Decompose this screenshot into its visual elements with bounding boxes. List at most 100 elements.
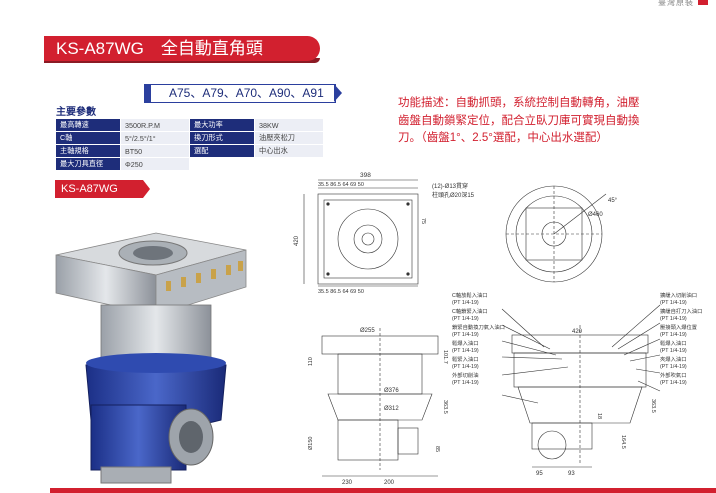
dia-312: Ø312 [384,406,399,412]
side-spindle [397,427,419,455]
callout-label: 擴緩入切削油口 [660,293,698,299]
brand-logo-mark [698,0,708,5]
compatible-models: A75、A79、A70、A90、A91 [150,84,336,103]
bore-center [361,232,375,246]
side-body [327,393,433,421]
callout-label: 擴緩自打刀入油口 [660,309,703,315]
callout-pt: (PT 1/4-19) [452,299,479,306]
callout-label: 鬆爆入油口 [660,341,687,347]
param-key: 主軸規格 [55,144,121,158]
param-value: 3500R.P.M [120,118,190,132]
callout-label: 鬆爆入油口 [452,341,479,347]
callout-label: 鎖緊自動換刀氣入油口 [452,325,505,331]
param-key: 換刀形式 [189,131,255,145]
subtitle-arrow-tip [143,180,150,198]
right-view-drawing: 420 18 363.5 164.5 95 93 [501,304,661,477]
bore-inner [353,224,383,254]
rv-head [531,422,593,450]
dim-101-7: 101.7 [442,350,448,364]
param-value: 中心出水 [254,144,324,158]
param-value: 油壓夾松刀 [254,131,324,145]
angle-head [90,404,187,471]
blue-collar [86,353,226,373]
param-value: 38KW [254,118,324,132]
dim-85: 85 [434,446,440,452]
brand-text: 臺灣原裝 [658,0,694,7]
callout-label: 外部切削油 [452,373,479,379]
callout-pt: (PT 1/4-19) [660,299,687,306]
param-key: 最高轉速 [55,118,121,132]
function-description: 功能描述：自動抓頭，系統控制自動轉角，油壓齒盤自動鎖緊定位，配合立臥刀庫可實現自… [398,97,640,144]
dim-row-top: 35.5 86.5 64 69 50 [318,182,364,188]
product-subtitle: KS-A87WG [55,180,143,198]
param-key: 最大功率 [189,118,255,132]
dia-376: Ø376 [384,388,399,394]
base-block [100,466,172,484]
callout-label: 鬆緊入油口 [452,357,479,363]
models-accent [144,84,152,103]
callout-pt: (PT 1/4-19) [452,331,479,338]
dim-420: 420 [294,235,300,246]
callout-pt: (PT 1/4-19) [452,315,479,322]
callouts-right: 擴緩入切削油口 (PT 1/4-19) 擴緩自打刀入油口 (PT 1/4-19)… [660,293,714,386]
param-value: 5°/2.5°/1° [120,131,190,145]
dia-460: Ø460 [588,212,603,218]
side-view-drawing: Ø255 Ø376 Ø312 Ø150 110 101.7 363.5 85 2… [308,328,448,486]
rv-spindle [537,430,567,460]
params-heading: 主要參數 [56,107,96,118]
dim-363-5: 363.5 [442,400,448,414]
callout-label: C軸放鬆入油口 [452,293,488,299]
param-key: 選配 [189,144,255,158]
callouts-left: C軸放鬆入油口 (PT 1/4-19) C軸鎖緊入油口 (PT 1/4-19) … [452,293,510,386]
dim-95: 95 [536,471,543,477]
dim-right-75: 75 [420,218,426,224]
dim-row-bottom: 35.5 86.5 64 69 50 [318,289,364,295]
bolt-row [166,261,243,291]
product-photo [55,232,247,484]
product-title: KS-A87WG 全自動直角頭 [44,36,320,61]
hole-note-2: 柱頭孔Ø20深15 [432,193,475,199]
param-empty [189,157,255,171]
callout-label: C軸鎖緊入油口 [452,309,488,315]
callout-pt: (PT 1/4-19) [452,347,479,354]
models-arrow-tip [334,84,342,102]
callout-pt: (PT 1/4-19) [660,347,687,354]
dia-255: Ø255 [360,328,375,334]
dim-110: 110 [308,357,314,366]
param-key: C軸 [55,131,121,145]
table-row: 最高轉速 3500R.P.M 最大功率 38KW [55,118,324,132]
dia-150: Ø150 [308,437,314,450]
dim-420-rv: 420 [572,329,583,335]
hole-note: (12)-Ø13貫穿 [432,184,469,190]
callout-pt: (PT 1/4-19) [660,315,687,322]
callout-pt: (PT 1/4-19) [660,363,687,370]
param-key: 最大刀具直徑 [55,157,121,171]
spindle-bore-inner [133,246,173,260]
callout-label: 夾爆入油口 [660,357,687,363]
table-row: 主軸規格 BT50 選配 中心出水 [55,144,324,158]
dim-200: 200 [384,480,395,486]
dim-230: 230 [342,480,353,486]
top-view-drawing: 398 35.5 86.5 64 69 50 35.5 86.5 64 69 5… [294,172,426,295]
params-table: 最高轉速 3500R.P.M 最大功率 38KW C軸 5°/2.5°/1° 換… [55,118,324,171]
bore-outer [337,208,399,270]
callout-pt: (PT 1/4-19) [660,331,687,338]
param-empty [254,157,324,171]
plate-inner [323,199,413,279]
callout-pt: (PT 1/4-19) [452,363,479,370]
callout-pt: (PT 1/4-19) [452,379,479,386]
round-view-drawing: Ø460 45° [505,185,618,283]
dim-398: 398 [360,172,371,179]
dim-363-5-rv: 363.5 [650,399,656,413]
callout-label: 壓接頭入爆位置 [660,325,698,331]
rv-body [517,386,643,424]
table-row: C軸 5°/2.5°/1° 換刀形式 油壓夾松刀 [55,131,324,145]
dim-93: 93 [568,471,575,477]
bottom-accent-line [50,488,716,493]
plate-outline [317,193,419,285]
param-value: Φ250 [120,157,190,171]
dim-18: 18 [596,413,602,419]
angle-45: 45° [608,198,618,204]
param-value: BT50 [120,144,190,158]
table-row: 最大刀具直徑 Φ250 [55,157,324,171]
